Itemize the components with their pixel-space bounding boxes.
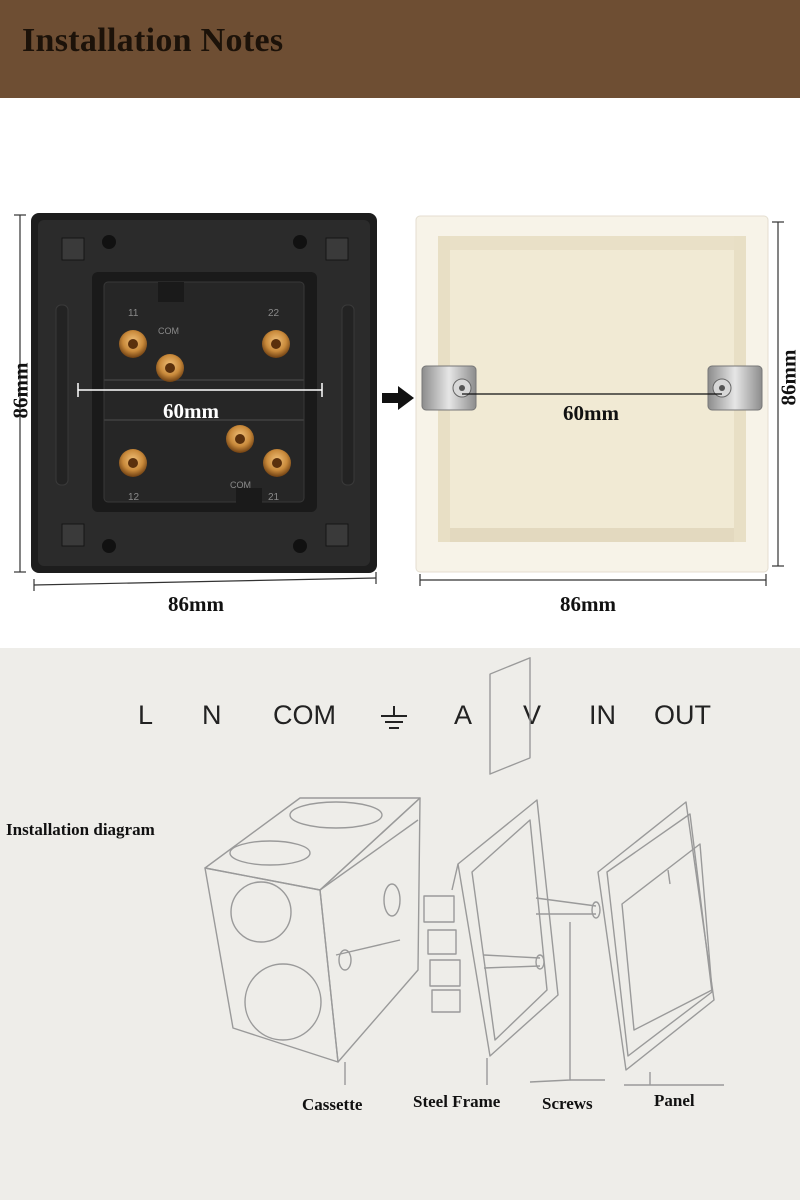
ground-symbol-icon bbox=[378, 704, 410, 741]
box-width-label: 86mm bbox=[560, 592, 616, 616]
dimension-illustration: 11 22 COM 12 21 COM bbox=[14, 213, 784, 591]
terminal-label-com-bottom: COM bbox=[230, 480, 251, 490]
terminal-label-22: 22 bbox=[268, 308, 280, 319]
terminal-label-12: 12 bbox=[128, 492, 140, 503]
arrow-right-icon bbox=[382, 386, 414, 410]
diagram-title: Installation diagram bbox=[6, 820, 155, 839]
symbol-com: COM bbox=[273, 700, 336, 730]
screws-label: Screws bbox=[542, 1094, 593, 1113]
symbol-n: N bbox=[202, 700, 222, 730]
box-hole-spacing-label: 60mm bbox=[563, 401, 619, 425]
terminal-label-21: 21 bbox=[268, 492, 280, 503]
box-height-label: 86mm bbox=[776, 349, 800, 406]
box-dimension-lines bbox=[419, 221, 784, 586]
electrical-symbols-row: L N COM A V IN OUT bbox=[0, 700, 800, 740]
switch-height-label: 86mm bbox=[8, 362, 33, 419]
switch-hole-spacing-label: 60mm bbox=[163, 399, 219, 423]
switch-dimension-lines bbox=[14, 214, 377, 591]
symbol-v: V bbox=[523, 700, 542, 730]
steel-frame-label: Steel Frame bbox=[413, 1092, 501, 1111]
panel-label: Panel bbox=[654, 1091, 695, 1110]
header-banner: Installation Notes bbox=[0, 0, 800, 98]
symbol-a: A bbox=[454, 700, 473, 730]
switch-back-image: 11 22 COM 12 21 COM bbox=[31, 213, 377, 573]
terminal-label-11: 11 bbox=[128, 308, 139, 319]
symbol-out: OUT bbox=[654, 700, 711, 730]
symbol-l: L bbox=[138, 700, 154, 730]
symbol-in: IN bbox=[589, 700, 616, 730]
switch-width-label: 86mm bbox=[168, 592, 224, 616]
mounting-box-image bbox=[415, 215, 769, 573]
page-title: Installation Notes bbox=[22, 22, 284, 59]
cassette-label: Cassette bbox=[302, 1095, 363, 1114]
terminal-label-com-top: COM bbox=[158, 326, 179, 336]
